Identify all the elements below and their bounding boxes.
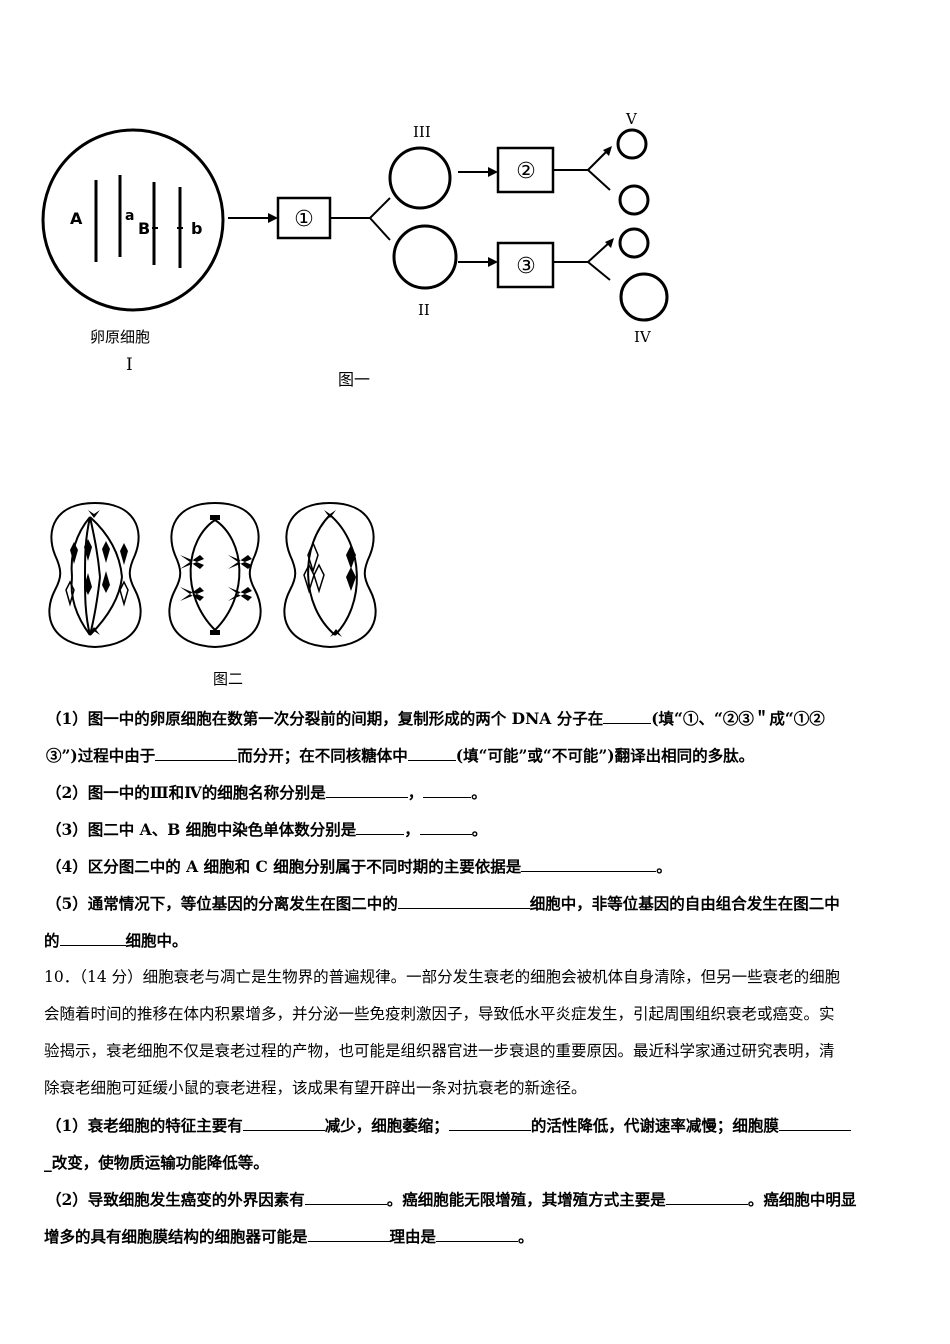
numeral-V: V <box>625 110 638 128</box>
answer-blank[interactable] <box>397 894 530 909</box>
allele-b: b <box>191 219 202 238</box>
allele-B: B <box>138 219 150 238</box>
figure-two-caption: 图二 <box>213 670 244 688</box>
polar-body-2 <box>618 227 650 259</box>
process-box-3 <box>496 241 555 289</box>
answer-blank[interactable] <box>521 857 657 872</box>
answer-blank[interactable] <box>304 1190 387 1205</box>
figure-one-caption: 图一 <box>338 370 370 389</box>
cell-b <box>168 501 262 649</box>
answer-blank[interactable] <box>155 746 238 761</box>
problem-10-line-2: 会随着时间的推移在体内积累增多，并分泌一些免疫刺激因子，导致低水平炎症发生，引起… <box>44 1005 835 1023</box>
sub-question-1-line-2: _改变，使物质运输功能降低等。 <box>44 1153 269 1172</box>
problem-10-line-3: 验揭示，衰老细胞不仅是衰老过程的产物，也可能是组织器官进一步衰退的重要原因。最近… <box>44 1042 835 1060</box>
answer-blank[interactable] <box>307 1227 390 1242</box>
oogonium-numeral: I <box>126 355 133 375</box>
question-2: （2）图一中的Ⅲ和Ⅳ的细胞名称分别是，。 <box>46 783 487 802</box>
numeral-IV: IV <box>634 328 652 346</box>
cell-a <box>48 501 142 649</box>
allele-a: a <box>125 208 134 224</box>
oogonium-caption: 卵原细胞 <box>90 328 150 346</box>
numeral-II: II <box>418 301 430 319</box>
answer-blank[interactable] <box>448 1116 531 1131</box>
answer-blank[interactable] <box>423 783 472 798</box>
answer-blank[interactable] <box>59 931 126 946</box>
question-5-line-2: 的细胞中。 <box>44 931 188 950</box>
cell-V <box>616 128 648 160</box>
svg-text:③: ③ <box>516 254 536 279</box>
cell-c <box>283 501 377 649</box>
question-1-line-2: ③”)过程中由于而分开；在不同核糖体中(填“可能”或“不可能”)翻译出相同的多肽… <box>46 746 755 765</box>
svg-text:②: ② <box>516 159 536 184</box>
question-block: （1）图一中的卵原细胞在数第一次分裂前的间期，复制形成的两个 DNA 分子在(填… <box>44 700 908 1255</box>
sub-question-1-line-1: （1）衰老细胞的特征主要有减少，细胞萎缩；的活性降低，代谢速率减慢；细胞膜 <box>46 1107 908 1144</box>
answer-blank[interactable] <box>436 1227 519 1242</box>
sub-question-2-line-2: 增多的具有细胞膜结构的细胞器可能是理由是。 <box>44 1227 534 1246</box>
question-5-line-1: （5）通常情况下，等位基因的分离发生在图二中的细胞中，非等位基因的自由组合发生在… <box>46 894 840 913</box>
oogonium-cell <box>41 128 225 312</box>
question-4: （4）区分图二中的 A 细胞和 C 细胞分别属于不同时期的主要依据是。 <box>46 857 672 876</box>
cell-II <box>392 224 458 290</box>
question-3: （3）图二中 A、B 细胞中染色单体数分别是，。 <box>46 820 488 839</box>
answer-blank[interactable] <box>665 1190 748 1205</box>
answer-blank[interactable] <box>242 1116 325 1131</box>
answer-blank[interactable] <box>356 820 405 835</box>
sub-question-2-line-1: （2）导致细胞发生癌变的外界因素有。癌细胞能无限增殖，其增殖方式主要是。癌细胞中… <box>46 1190 857 1209</box>
figure-one-diagram: A a B b 卵原细胞 I ① III II ② ③ V IV 图一 <box>41 110 669 389</box>
polar-body-1 <box>618 184 650 216</box>
answer-blank[interactable] <box>603 709 652 724</box>
problem-10-line-4: 除衰老细胞可延缓小鼠的衰老进程，该成果有望开辟出一条对抗衰老的新途径。 <box>44 1079 587 1097</box>
problem-10-line-1: 10．（14 分）细胞衰老与凋亡是生物界的普遍规律。一部分发生衰老的细胞会被机体… <box>44 968 841 986</box>
cell-III <box>388 146 452 210</box>
allele-A: A <box>70 209 83 228</box>
answer-blank[interactable] <box>325 783 408 798</box>
numeral-III: III <box>413 123 431 141</box>
figure-two-diagram <box>48 501 377 649</box>
answer-blank[interactable] <box>419 820 472 835</box>
svg-text:①: ① <box>294 207 314 232</box>
answer-blank[interactable] <box>407 746 456 761</box>
cell-IV <box>619 272 669 322</box>
answer-blank[interactable] <box>778 1116 851 1131</box>
question-1-line-1: （1）图一中的卵原细胞在数第一次分裂前的间期，复制形成的两个 DNA 分子在(填… <box>46 709 825 728</box>
